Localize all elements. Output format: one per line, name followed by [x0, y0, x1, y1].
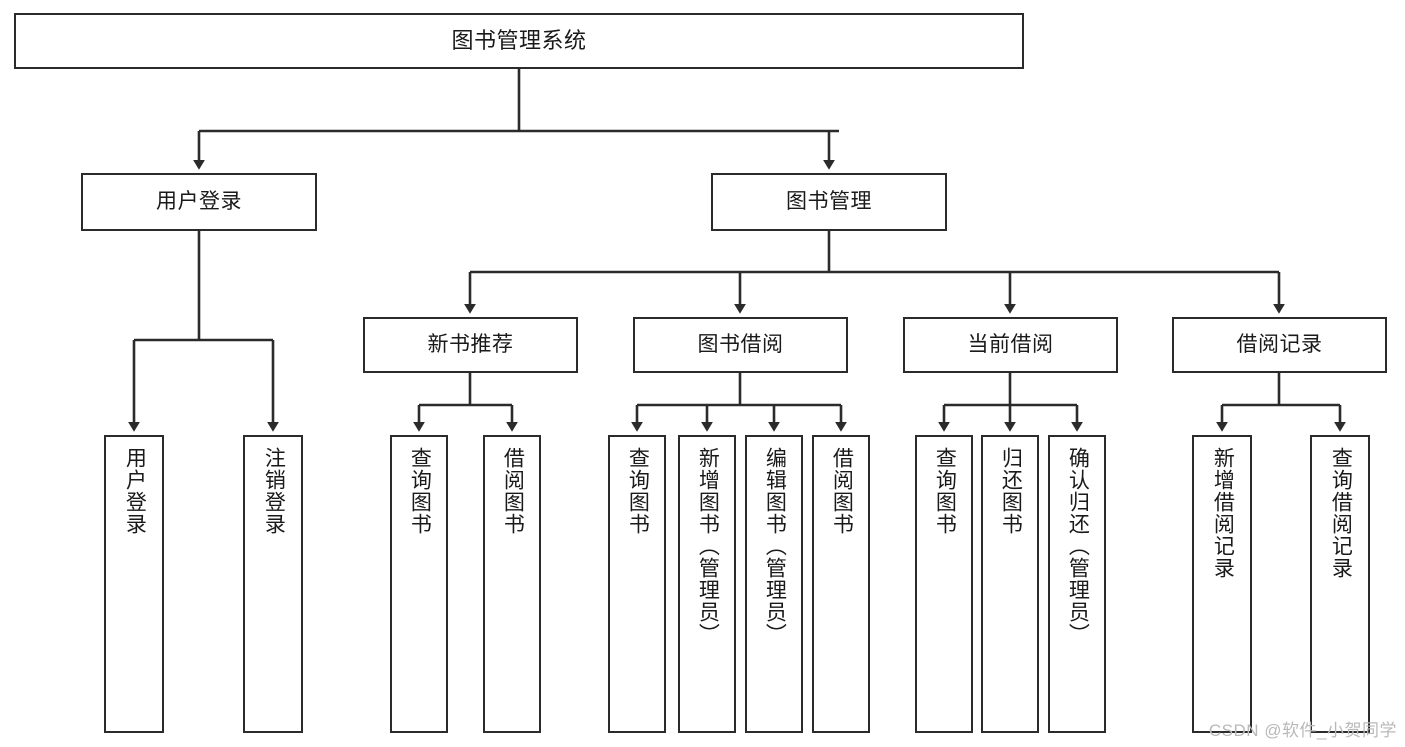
node-leaf-confirm-return[interactable]: 确认归还（管理员） [1048, 435, 1106, 733]
node-leaf-borrow-book-2-label: 借阅图书 [830, 447, 854, 535]
node-user-login-label: 用户登录 [156, 190, 242, 214]
node-leaf-add-record-label: 新增借阅记录 [1211, 447, 1235, 579]
node-leaf-user-login-label: 用户登录 [123, 447, 147, 535]
node-root-label: 图书管理系统 [451, 27, 587, 53]
node-book-manage[interactable]: 图书管理 [711, 173, 947, 231]
node-leaf-logout-label: 注销登录 [262, 447, 286, 535]
node-book-manage-label: 图书管理 [786, 190, 872, 214]
watermark-text: CSDN @软件_小贺同学 [1208, 721, 1397, 740]
node-leaf-query-book-2-label: 查询图书 [626, 447, 650, 535]
node-leaf-query-book-3[interactable]: 查询图书 [915, 435, 973, 733]
node-borrow-record[interactable]: 借阅记录 [1172, 317, 1387, 373]
node-leaf-query-record[interactable]: 查询借阅记录 [1310, 435, 1370, 733]
node-leaf-query-record-label: 查询借阅记录 [1329, 447, 1353, 579]
node-current-borrow-label: 当前借阅 [967, 333, 1054, 357]
node-leaf-add-book-label: 新增图书（管理员） [696, 447, 720, 645]
node-leaf-return-book[interactable]: 归还图书 [981, 435, 1039, 733]
node-leaf-logout[interactable]: 注销登录 [243, 435, 303, 733]
node-leaf-add-record[interactable]: 新增借阅记录 [1192, 435, 1252, 733]
node-leaf-borrow-book-1[interactable]: 借阅图书 [483, 435, 541, 733]
node-current-borrow[interactable]: 当前借阅 [903, 317, 1118, 373]
node-leaf-add-book[interactable]: 新增图书（管理员） [678, 435, 736, 733]
node-book-borrow-label: 图书借阅 [697, 333, 784, 357]
node-leaf-user-login[interactable]: 用户登录 [104, 435, 164, 733]
node-new-book-recommend[interactable]: 新书推荐 [363, 317, 578, 373]
node-leaf-query-book-1[interactable]: 查询图书 [390, 435, 448, 733]
node-leaf-query-book-3-label: 查询图书 [933, 447, 957, 535]
node-new-book-recommend-label: 新书推荐 [427, 333, 514, 357]
node-leaf-query-book-1-label: 查询图书 [408, 447, 432, 535]
node-leaf-confirm-return-label: 确认归还（管理员） [1066, 447, 1090, 645]
node-leaf-return-book-label: 归还图书 [999, 447, 1023, 535]
node-leaf-borrow-book-2[interactable]: 借阅图书 [812, 435, 870, 733]
node-borrow-record-label: 借阅记录 [1236, 333, 1323, 357]
node-leaf-query-book-2[interactable]: 查询图书 [608, 435, 666, 733]
node-user-login[interactable]: 用户登录 [81, 173, 317, 231]
node-leaf-edit-book-label: 编辑图书（管理员） [763, 447, 787, 645]
node-leaf-borrow-book-1-label: 借阅图书 [501, 447, 525, 535]
node-leaf-edit-book[interactable]: 编辑图书（管理员） [745, 435, 803, 733]
node-book-borrow[interactable]: 图书借阅 [633, 317, 848, 373]
node-root[interactable]: 图书管理系统 [14, 13, 1024, 69]
